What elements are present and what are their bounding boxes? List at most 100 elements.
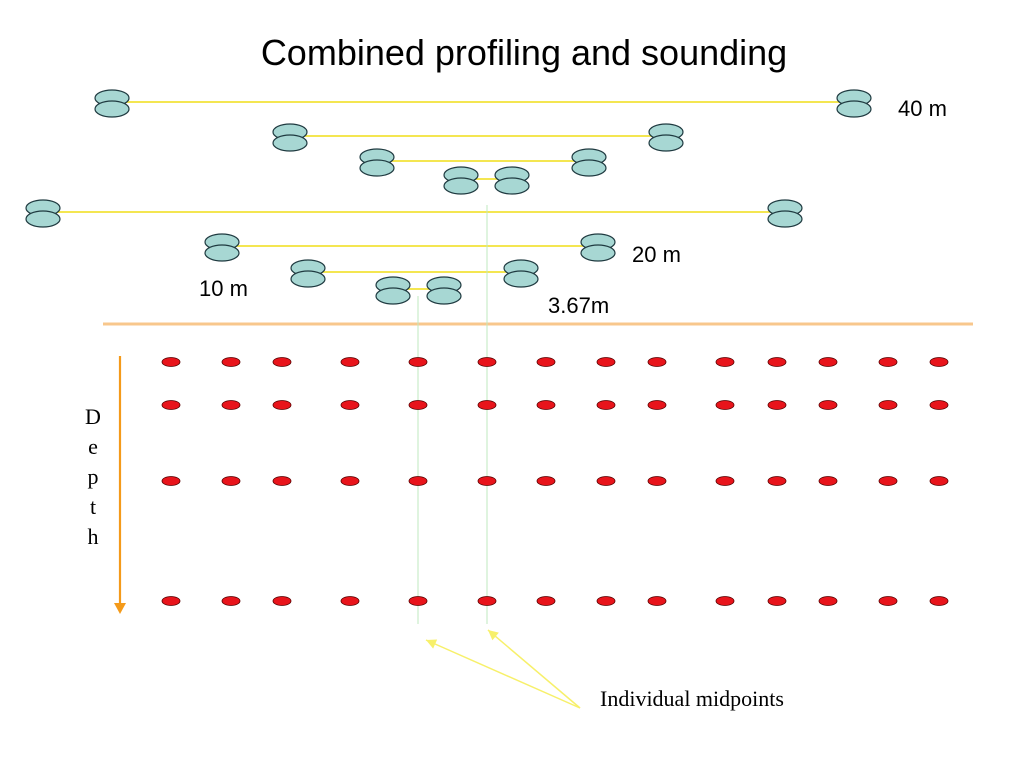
datum-point xyxy=(477,476,497,486)
electrode-icon xyxy=(426,276,462,305)
datum-point xyxy=(161,596,181,606)
datum-point xyxy=(536,400,556,410)
electrode-icon xyxy=(648,123,684,152)
datum-point xyxy=(818,400,838,410)
annotation-arrow xyxy=(425,639,581,709)
datum-point xyxy=(272,357,292,367)
datum-point xyxy=(878,400,898,410)
electrode-icon xyxy=(494,166,530,195)
datum-point xyxy=(647,596,667,606)
datum-point xyxy=(929,400,949,410)
datum-point xyxy=(536,357,556,367)
datum-point xyxy=(536,596,556,606)
electrode-icon xyxy=(443,166,479,195)
spacing-label-20m: 20 m xyxy=(632,242,681,267)
spacing-label-10m: 10 m xyxy=(199,276,248,301)
datum-point xyxy=(878,357,898,367)
electrode-icon xyxy=(359,148,395,177)
datum-point xyxy=(272,596,292,606)
datum-point xyxy=(221,357,241,367)
electrode-icon xyxy=(375,276,411,305)
datum-points xyxy=(161,357,949,606)
datum-point xyxy=(818,476,838,486)
electrode-icon xyxy=(767,199,803,228)
datum-point xyxy=(818,357,838,367)
depth-label-letter: t xyxy=(89,494,97,519)
spacing-label-3-67m: 3.67m xyxy=(548,293,610,318)
individual-midpoints-label: Individual midpoints xyxy=(600,686,784,711)
datum-point xyxy=(161,476,181,486)
datum-point xyxy=(878,476,898,486)
datum-point xyxy=(408,476,428,486)
datum-point xyxy=(767,476,787,486)
datum-point xyxy=(596,476,616,486)
datum-point xyxy=(340,476,360,486)
electrode-array xyxy=(290,259,539,288)
datum-point xyxy=(408,357,428,367)
electrode-array xyxy=(272,123,684,152)
datum-point xyxy=(929,596,949,606)
datum-point xyxy=(715,596,735,606)
datum-point xyxy=(272,476,292,486)
datum-point xyxy=(767,596,787,606)
depth-label-letter: D xyxy=(85,404,101,429)
depth-label-letter: e xyxy=(88,434,98,459)
electrode-icon xyxy=(25,199,61,228)
datum-point xyxy=(715,400,735,410)
datum-point xyxy=(647,476,667,486)
annotation-arrows xyxy=(425,629,581,709)
depth-label-letter: h xyxy=(87,524,99,549)
datum-point xyxy=(929,476,949,486)
electrode-arrays xyxy=(25,89,872,305)
datum-point xyxy=(647,357,667,367)
electrode-array xyxy=(25,199,803,228)
midpoint-guides xyxy=(417,205,488,624)
electrode-array xyxy=(94,89,872,118)
electrode-array xyxy=(204,233,616,262)
datum-point xyxy=(715,357,735,367)
datum-point xyxy=(878,596,898,606)
datum-point xyxy=(596,400,616,410)
electrode-icon xyxy=(580,233,616,262)
electrode-icon xyxy=(94,89,130,118)
datum-point xyxy=(596,357,616,367)
datum-point xyxy=(767,357,787,367)
datum-point xyxy=(647,400,667,410)
depth-arrow-group xyxy=(114,356,126,614)
datum-point xyxy=(477,357,497,367)
electrode-icon xyxy=(503,259,539,288)
datum-point xyxy=(161,400,181,410)
depth-arrow-head xyxy=(114,603,126,614)
electrode-icon xyxy=(571,148,607,177)
datum-point xyxy=(221,400,241,410)
annotation-arrow xyxy=(487,629,581,709)
datum-point xyxy=(272,400,292,410)
datum-point xyxy=(340,400,360,410)
datum-point xyxy=(340,596,360,606)
datum-point xyxy=(929,357,949,367)
electrode-icon xyxy=(204,233,240,262)
datum-point xyxy=(221,476,241,486)
spacing-label-40m: 40 m xyxy=(898,96,947,121)
electrode-array xyxy=(443,166,530,195)
electrode-icon xyxy=(290,259,326,288)
datum-point xyxy=(596,596,616,606)
datum-point xyxy=(715,476,735,486)
electrode-icon xyxy=(836,89,872,118)
datum-point xyxy=(161,357,181,367)
datum-point xyxy=(408,596,428,606)
datum-point xyxy=(340,357,360,367)
datum-point xyxy=(221,596,241,606)
datum-point xyxy=(767,400,787,410)
electrode-icon xyxy=(272,123,308,152)
depth-label-letter: p xyxy=(87,464,99,489)
datum-point xyxy=(477,400,497,410)
datum-point xyxy=(477,596,497,606)
datum-point xyxy=(818,596,838,606)
slide-title: Combined profiling and sounding xyxy=(260,32,788,73)
datum-point xyxy=(536,476,556,486)
datum-point xyxy=(408,400,428,410)
